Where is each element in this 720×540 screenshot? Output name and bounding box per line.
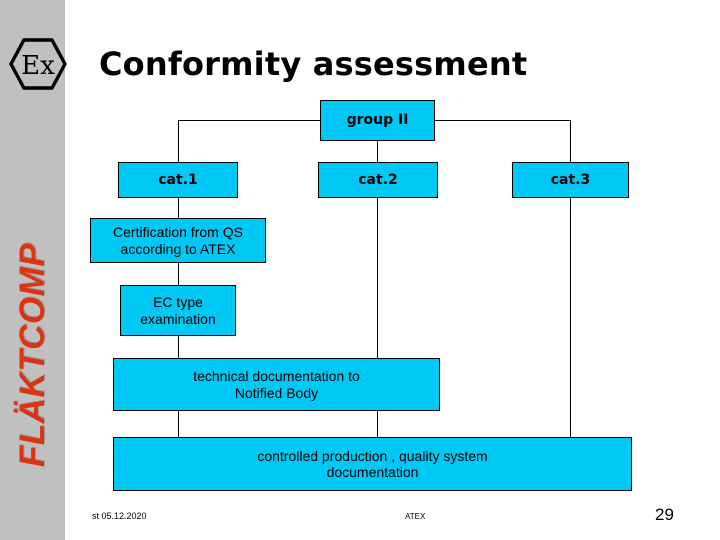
node-technical-documentation[interactable]: technical documentation to Notified Body [113,358,440,411]
footer-label: ATEX [405,512,426,521]
connector-cat1-to-certqs [178,197,179,219]
node-group-ii[interactable]: group II [320,100,435,141]
footer-date: st 05.12.2020 [92,511,147,521]
node-controlled-production[interactable]: controlled production , quality system d… [113,437,632,491]
connector-group2-to-cat2-vertical [377,140,378,163]
brand-name: FLÄKTCOMP [12,242,52,468]
connector-bus-to-cat1-vertical [178,120,179,163]
page-number: 29 [655,505,674,524]
connector-techdoc-to-prod [178,410,179,438]
node-certification-from-qs[interactable]: Certification from QS according to ATEX [90,218,266,263]
brand-name-wrap: FLÄKTCOMP [0,190,65,520]
connector-group2-to-cat3-horizontal [434,120,571,121]
connector-techdoc-to-prod-center [377,410,378,438]
brand-sidebar: Εx FLÄKTCOMP [0,0,67,540]
ex-hexagon-icon: Εx [9,38,67,90]
connector-bus-to-cat3-vertical [570,120,571,163]
node-cat-3[interactable]: cat.3 [512,162,629,198]
connector-group2-to-cat1-horizontal [178,120,321,121]
node-cat-2[interactable]: cat.2 [318,162,438,198]
svg-text:Εx: Εx [21,51,55,81]
connector-ectype-to-techdoc [178,335,179,359]
connector-certqs-to-ectype [178,262,179,286]
connector-cat2-to-techdoc [377,197,378,359]
node-ec-type-examination[interactable]: EC type examination [120,285,236,336]
connector-cat3-to-prod [570,197,571,438]
page-title: Conformity assessment [99,45,528,83]
node-cat-1[interactable]: cat.1 [118,162,238,198]
